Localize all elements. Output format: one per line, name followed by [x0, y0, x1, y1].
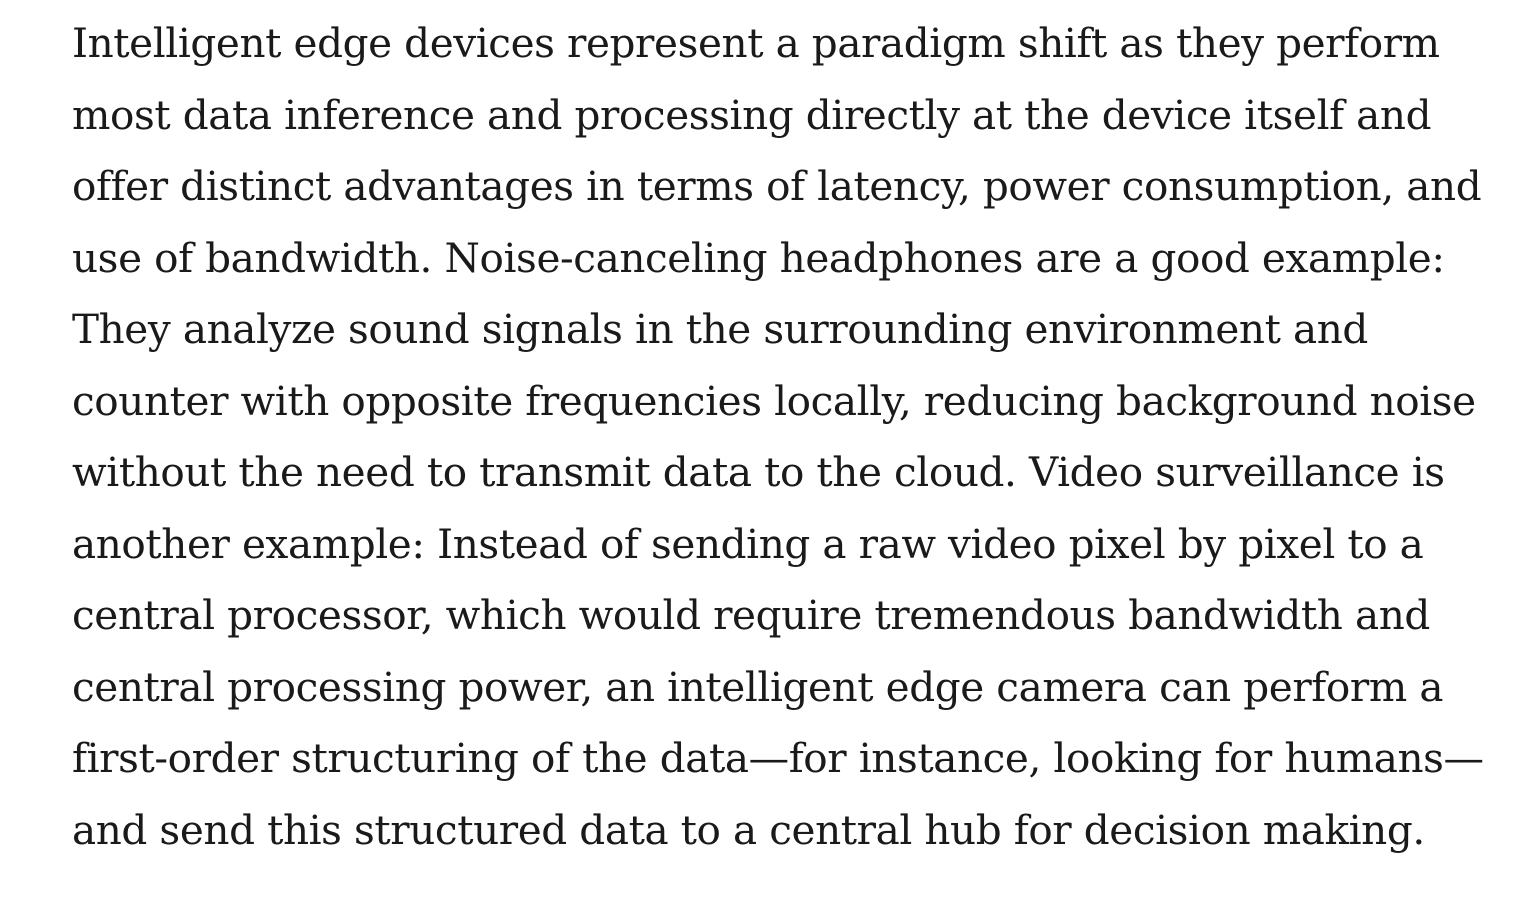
- paragraph-line: Intelligent edge devices represent a par…: [72, 19, 1440, 67]
- paragraph-line: They analyze sound signals in the surrou…: [72, 305, 1368, 353]
- paragraph-line: and send this structured data to a centr…: [72, 805, 1425, 854]
- paragraph-line: central processor, which would require t…: [72, 591, 1430, 639]
- paragraph-line: most data inference and processing direc…: [72, 90, 1432, 139]
- paragraph-line: use of bandwidth. Noise-canceling headph…: [72, 233, 1445, 282]
- paragraph-line: central processing power, an intelligent…: [72, 662, 1444, 711]
- paragraph-line: counter with opposite frequencies locall…: [72, 376, 1476, 425]
- paragraph-line: offer distinct advantages in terms of la…: [72, 162, 1482, 210]
- paragraph-line: without the need to transmit data to the…: [72, 448, 1445, 496]
- paragraph-line: first-order structuring of the data—for …: [72, 734, 1484, 782]
- paragraph-line: another example: Instead of sending a ra…: [72, 519, 1424, 568]
- article-paragraph: Intelligent edge devices represent a par…: [72, 8, 1484, 866]
